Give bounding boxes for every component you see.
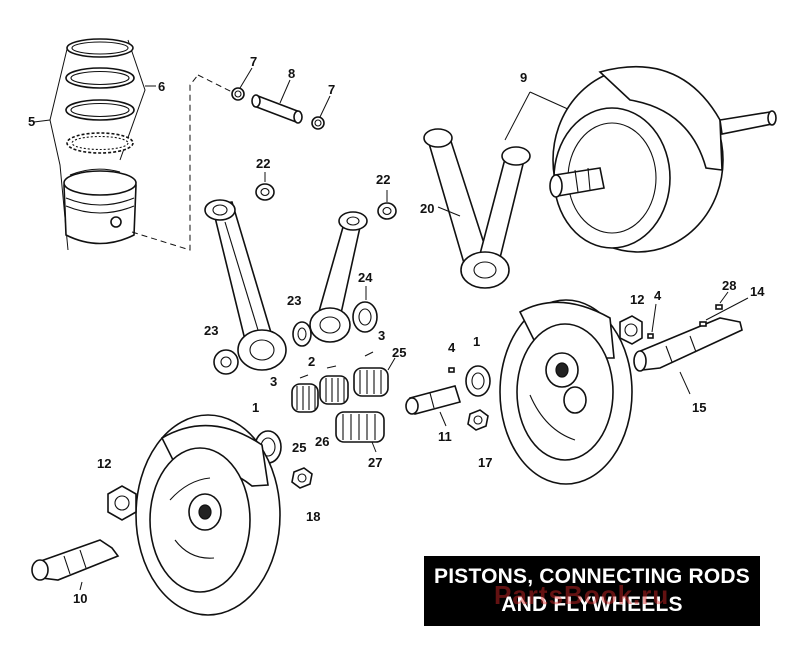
crank-pin: [405, 385, 462, 427]
callout-27: 27: [368, 455, 382, 470]
flywheel-assembly: [549, 65, 777, 253]
mainshaft-nut-12-left: [107, 485, 137, 521]
roller-bearing-26: [319, 375, 349, 405]
piston: [63, 168, 137, 245]
callout-17: 17: [478, 455, 492, 470]
title-line-2: AND FLYWHEELS: [501, 593, 683, 616]
title-line-1: PISTONS, CONNECTING RODS: [434, 565, 750, 588]
callout-7-right: 7: [328, 82, 335, 97]
diagram-title-plate: PISTONS, CONNECTING RODS AND FLYWHEELS: [424, 556, 760, 626]
retainer-clips-2-3: [299, 351, 374, 379]
crank-pin-nut-17: [467, 409, 489, 431]
piston-ring-set: [33, 38, 156, 251]
flywheel-right: [499, 299, 633, 485]
roller-bearing-25-left: [291, 383, 319, 413]
roller-bearing-27: [335, 411, 385, 453]
callout-6: 6: [158, 79, 165, 94]
callout-14: 14: [750, 284, 765, 299]
callout-2: 2: [308, 354, 315, 369]
pinion-shaft-15: [633, 317, 743, 395]
thrust-washer-23-left: [213, 349, 239, 375]
callout-3-right: 3: [378, 328, 385, 343]
callout-5: 5: [28, 114, 35, 129]
piston-pin-clip-left: [231, 67, 253, 101]
callout-15: 15: [692, 400, 706, 415]
callout-7-left: 7: [250, 54, 257, 69]
thrust-washer-23-right: [292, 321, 312, 347]
callout-9: 9: [520, 70, 527, 85]
bearing-race-24: [352, 286, 378, 333]
callout-11: 11: [438, 429, 452, 444]
callout-1-right: 1: [473, 334, 480, 349]
roller-bearing-25-right: [353, 357, 396, 397]
crank-pin-nut-18: [291, 467, 313, 489]
callout-10: 10: [73, 591, 87, 606]
connecting-rod-rear: [309, 211, 368, 343]
connecting-rod-front: [204, 199, 287, 371]
sprocket-shaft-10: [31, 539, 120, 591]
mainshaft-nut-12-right: [619, 315, 643, 345]
callout-12-right: 12: [630, 292, 644, 307]
callout-28: 28: [722, 278, 736, 293]
piston-pin-clip-right: [311, 95, 331, 130]
callout-22-right: 22: [376, 172, 390, 187]
callout-22-left: 22: [256, 156, 270, 171]
callout-26: 26: [315, 434, 329, 449]
callout-23-left: 23: [204, 323, 218, 338]
callout-4-right: 4: [654, 288, 662, 303]
callout-25-left: 25: [292, 440, 306, 455]
callout-4-mid: 4: [448, 340, 456, 355]
callout-12-left: 12: [97, 456, 111, 471]
crank-pin-washer: [465, 365, 491, 397]
flywheel-left: [135, 414, 281, 616]
callout-8: 8: [288, 66, 295, 81]
piston-pin: [251, 79, 303, 124]
callout-25-right: 25: [392, 345, 406, 360]
rod-bushing-left: [255, 172, 275, 201]
callout-20: 20: [420, 201, 434, 216]
rod-bushing-right: [377, 190, 397, 220]
callout-labels: 1 1 2 3 3 4 4 5 6 7 7 8 9 10 11 12 12 14…: [28, 54, 765, 606]
keys-4-28-14: [448, 291, 749, 373]
callout-24: 24: [358, 270, 373, 285]
callout-3-left: 3: [270, 374, 277, 389]
callout-23-right: 23: [287, 293, 301, 308]
connecting-rod-assembly: [423, 91, 571, 289]
callout-1-left: 1: [252, 400, 259, 415]
callout-18: 18: [306, 509, 320, 524]
